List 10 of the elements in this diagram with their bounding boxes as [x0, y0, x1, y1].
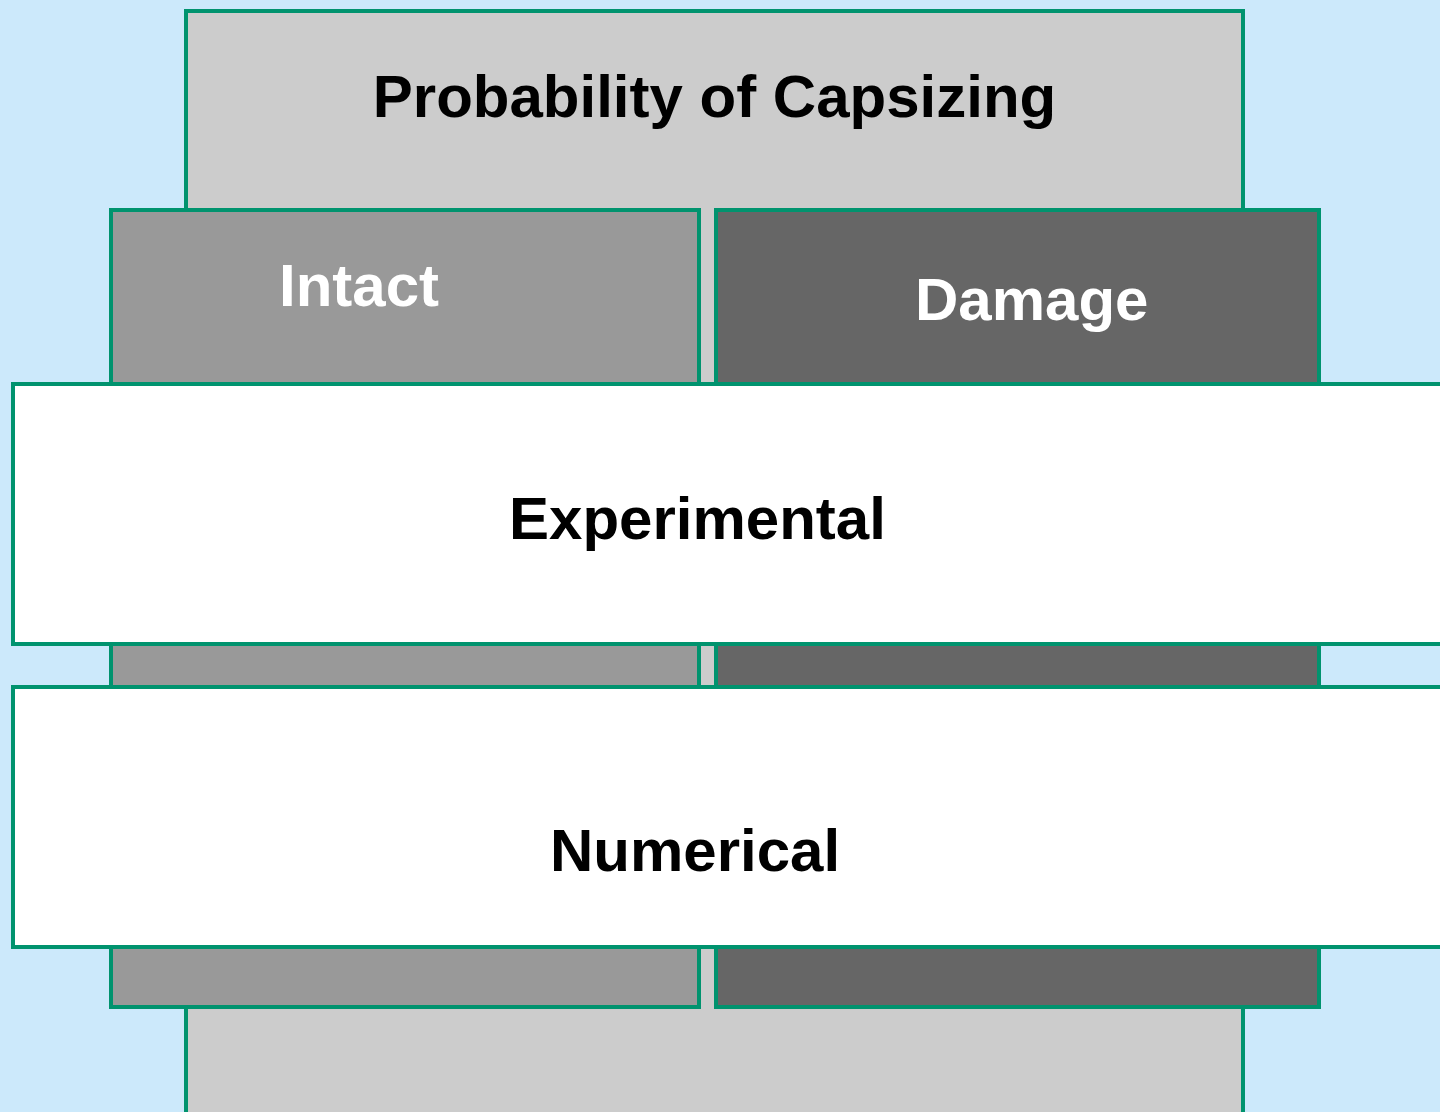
header-panel [184, 9, 1245, 208]
category-panel [109, 208, 701, 382]
method-band [11, 685, 1440, 949]
panel-title: Probability of Capsizing [371, 62, 1058, 132]
category-label: Damage [915, 265, 1149, 335]
method-band [11, 382, 1440, 646]
method-label: Experimental [509, 484, 886, 554]
category-label: Intact [279, 251, 440, 321]
method-label: Numerical [550, 816, 841, 886]
category-panel [714, 208, 1321, 382]
